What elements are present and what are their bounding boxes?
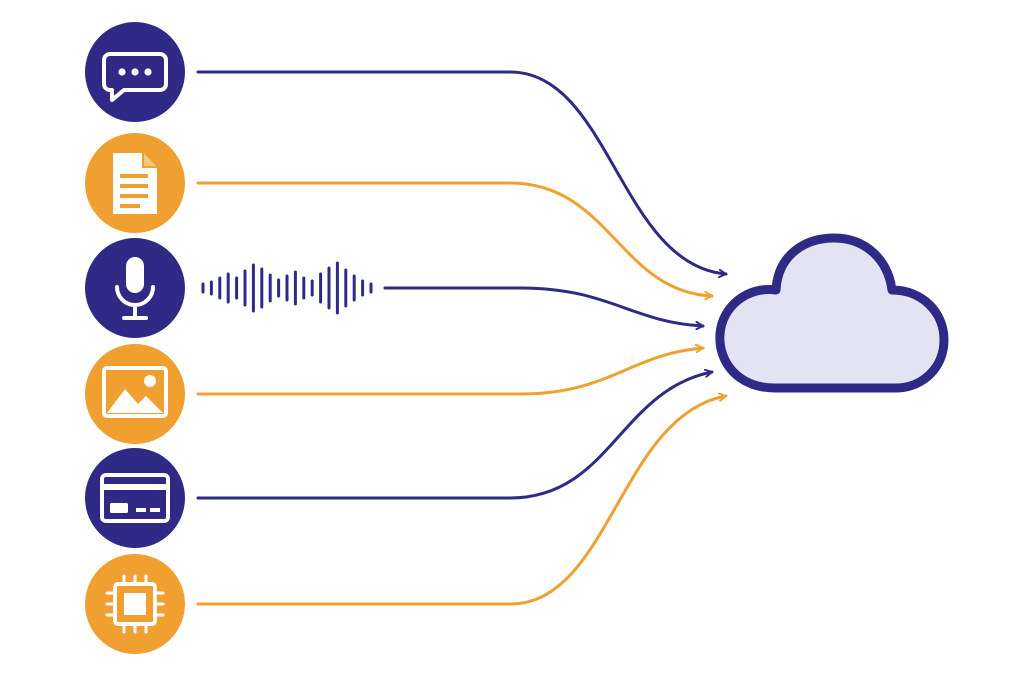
source-document xyxy=(85,133,185,233)
connector-chat xyxy=(196,70,728,274)
microphone-icon xyxy=(115,257,155,320)
connector-chip xyxy=(196,396,728,606)
connector-lines xyxy=(196,70,728,606)
chat-bubble-icon xyxy=(102,52,168,102)
image-icon xyxy=(102,366,168,418)
credit-card-icon xyxy=(100,473,170,523)
connector-audio xyxy=(383,286,705,326)
connector-image xyxy=(196,348,705,396)
chip-icon xyxy=(105,574,165,634)
connector-card xyxy=(196,372,714,500)
audio-waveform xyxy=(201,261,373,315)
source-chip xyxy=(85,554,185,654)
source-chat xyxy=(85,22,185,122)
cloud-icon xyxy=(715,233,949,393)
source-audio xyxy=(85,238,185,338)
source-icons xyxy=(85,22,185,654)
source-image xyxy=(85,344,185,444)
connector-document xyxy=(196,181,714,296)
source-card xyxy=(85,448,185,548)
document-icon xyxy=(113,153,157,214)
